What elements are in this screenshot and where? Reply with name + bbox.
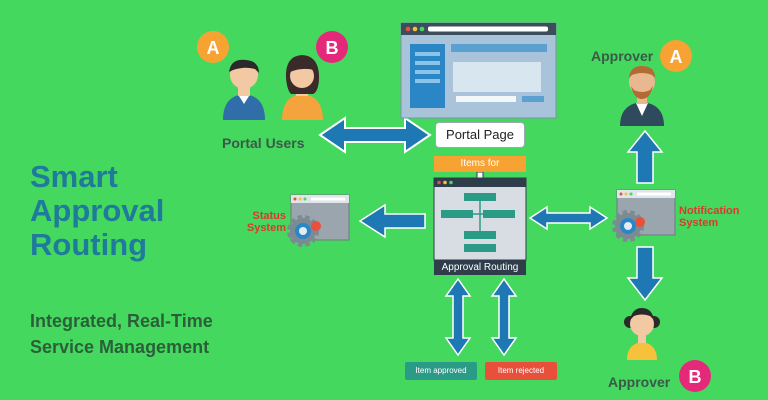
approver-a-badge-text: A — [670, 47, 683, 67]
approval-routing-window — [433, 177, 527, 261]
user-b-badge: B — [316, 31, 348, 63]
subtitle-line-1: Integrated, Real-Time — [30, 311, 213, 331]
notification-system-line-2: System — [679, 217, 719, 229]
approval-routing-caption: Approval Routing — [434, 260, 526, 275]
approval-routing-label: Approval Routing — [441, 262, 519, 273]
page-subtitle: Integrated, Real-Time Service Management — [30, 308, 290, 360]
portal-user-b-icon — [282, 55, 323, 120]
status-arrow — [358, 203, 426, 239]
subtitle-line-2: Service Management — [30, 337, 210, 357]
notification-system-label: Notification System — [679, 205, 759, 229]
portal-browser-window — [400, 22, 557, 119]
status-system-line-1: Status — [252, 210, 286, 222]
item-rejected-badge: Item rejected — [485, 362, 557, 380]
approver-a-label: Approver — [591, 48, 654, 64]
portal-user-a-icon — [223, 59, 265, 120]
users-portal-arrow — [318, 116, 432, 154]
approver-a-badge: A — [660, 40, 692, 72]
approver-a-arrow — [626, 129, 664, 184]
notification-arrow — [528, 205, 609, 231]
status-system-line-2: System — [246, 222, 286, 234]
portal-page-label: Portal Page — [446, 127, 514, 142]
status-system-icon — [290, 194, 350, 244]
rejected-arrow — [490, 277, 518, 357]
approver-b-arrow — [626, 246, 664, 302]
approver-a-icon — [620, 66, 664, 126]
title-line-3: Routing — [30, 227, 148, 262]
portal-users-label: Portal Users — [222, 135, 305, 151]
title-line-2: Approval — [30, 193, 165, 228]
approver-b-label: Approver — [608, 374, 671, 390]
approver-b-badge-text: B — [689, 367, 702, 387]
user-b-badge-text: B — [326, 38, 339, 58]
user-a-badge-text: A — [207, 38, 220, 58]
item-approved-badge: Item approved — [405, 362, 477, 380]
title-line-1: Smart — [30, 159, 118, 194]
items-for-label: Items for — [460, 158, 500, 169]
approver-b-badge: B — [679, 360, 711, 392]
item-approved-label: Item approved — [415, 366, 467, 375]
status-system-label: Status System — [230, 210, 286, 234]
items-for-box: Items for — [434, 156, 526, 172]
notification-system-icon — [615, 189, 676, 239]
user-a-badge: A — [197, 31, 229, 63]
portal-page-box: Portal Page — [435, 122, 525, 148]
page-title: Smart Approval Routing — [30, 160, 230, 262]
approved-arrow — [444, 277, 472, 357]
item-rejected-label: Item rejected — [497, 366, 545, 375]
notification-system-line-1: Notification — [679, 205, 740, 217]
approver-b-icon — [624, 308, 660, 360]
